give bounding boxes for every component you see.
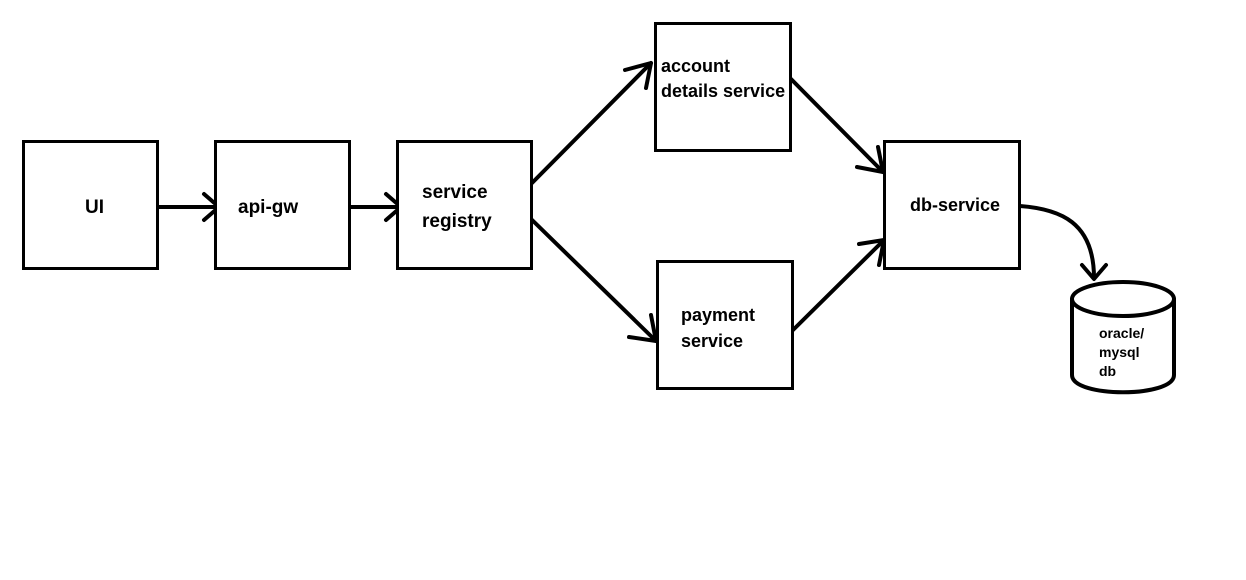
- node-db-service: db-service: [883, 140, 1021, 270]
- node-api-gw: api-gw: [214, 140, 351, 270]
- edge-payment-to-db-service: [790, 238, 886, 333]
- edge-curve: [1018, 204, 1096, 280]
- node-payment-service: payment service: [656, 260, 794, 390]
- node-label: UI: [85, 197, 104, 218]
- arrowhead: [1080, 263, 1108, 281]
- database-label-line2: mysql: [1099, 344, 1140, 360]
- database-label-line1: oracle/: [1099, 325, 1145, 341]
- node-label-line1: payment: [681, 305, 756, 325]
- edge-api-gw-to-service-registry: [347, 192, 403, 222]
- edge-line: [790, 238, 886, 333]
- node-ui: UI: [22, 140, 159, 270]
- cylinder-body: [1070, 297, 1176, 395]
- edge-line: [529, 61, 653, 186]
- edge-db-service-to-database: [1018, 204, 1108, 281]
- database-cylinder-icon: [1070, 280, 1176, 395]
- node-service-registry: service registry: [396, 140, 533, 270]
- edge-line: [788, 76, 885, 174]
- edge-account-details-to-db-service: [788, 76, 885, 174]
- cylinder-top: [1070, 280, 1176, 318]
- node-label-line1: account: [661, 56, 731, 76]
- node-label-line2: details service: [661, 81, 786, 101]
- edge-ui-to-api-gw: [155, 192, 221, 222]
- arrowhead: [623, 61, 653, 90]
- node-label-line1: service: [422, 182, 488, 203]
- node-label: api-gw: [238, 197, 299, 218]
- edge-service-registry-to-payment: [526, 214, 658, 343]
- node-account-details-service: account details service: [654, 22, 792, 152]
- node-label-line2: service: [681, 331, 744, 351]
- node-database: oracle/ mysql db: [1072, 282, 1176, 397]
- edge-service-registry-to-account-details: [529, 61, 653, 186]
- node-label: db-service: [910, 195, 1001, 215]
- database-label-line3: db: [1099, 363, 1117, 379]
- edge-line: [526, 214, 658, 343]
- node-label-line2: registry: [422, 211, 492, 232]
